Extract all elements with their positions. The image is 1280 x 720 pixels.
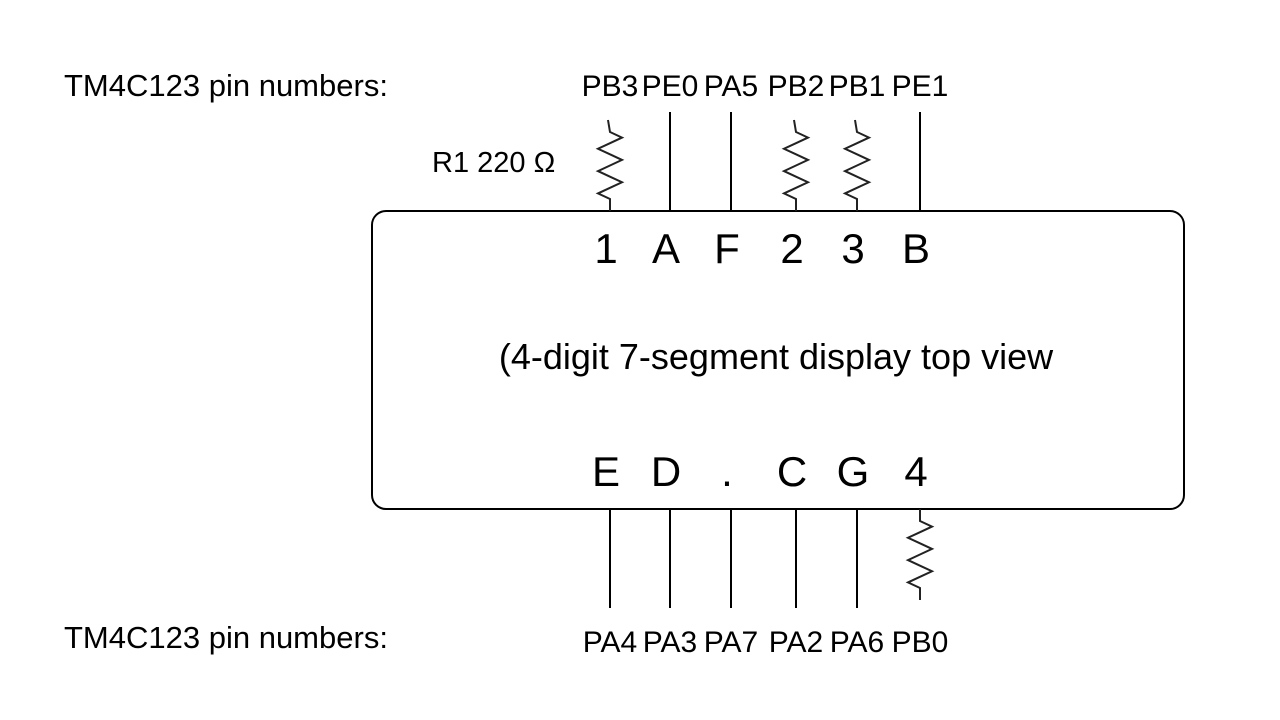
bottom-pin-pa6: G PA6	[830, 448, 884, 659]
segment-label: G	[837, 448, 870, 495]
bottom-pin-label: PA6	[830, 626, 884, 659]
segment-label: 4	[904, 448, 927, 495]
segment-label: B	[902, 225, 930, 272]
bottom-pin-label: PA2	[769, 626, 823, 659]
top-pin-label: PB3	[582, 70, 639, 103]
top-pin-label: PA5	[704, 70, 758, 103]
segment-label: A	[652, 225, 680, 272]
top-pin-label: PE0	[642, 70, 699, 103]
bottom-pin-label: PA4	[583, 626, 637, 659]
segment-label: 2	[780, 225, 803, 272]
resistor-symbol	[905, 509, 935, 600]
top-pin-label: PE1	[892, 70, 949, 103]
top-pin-label: PB2	[768, 70, 825, 103]
resistor-symbol	[781, 119, 811, 211]
bottom-pin-pa4: E PA4	[583, 448, 637, 659]
segment-label: F	[714, 225, 740, 272]
bottom-pin-pa2: C PA2	[769, 448, 823, 659]
segment-label: C	[777, 448, 807, 495]
bottom-pin-pa7: . PA7	[704, 448, 758, 659]
resistor-symbol	[595, 119, 625, 211]
top-pin-label: PB1	[829, 70, 886, 103]
resistor-label: R1 220 Ω	[432, 147, 555, 179]
header-bottom: TM4C123 pin numbers:	[64, 620, 388, 655]
header-top: TM4C123 pin numbers:	[64, 68, 388, 103]
segment-label: E	[592, 448, 620, 495]
segment-label: D	[651, 448, 681, 495]
top-pin-pb3: PB3 1	[582, 70, 639, 272]
bottom-pin-pa3: D PA3	[643, 448, 697, 659]
bottom-pin-label: PB0	[892, 626, 949, 659]
bottom-pin-label: PA7	[704, 626, 758, 659]
top-pin-pb2: PB2 2	[768, 70, 825, 272]
bottom-pin-label: PA3	[643, 626, 697, 659]
segment-label: 1	[594, 225, 617, 272]
segment-label: .	[721, 448, 733, 495]
display-body	[371, 210, 1185, 510]
resistor-symbol	[842, 119, 872, 211]
segment-label: 3	[841, 225, 864, 272]
display-caption: (4-digit 7-segment display top view	[499, 336, 1054, 377]
top-pin-pb1: PB1 3	[829, 70, 886, 272]
